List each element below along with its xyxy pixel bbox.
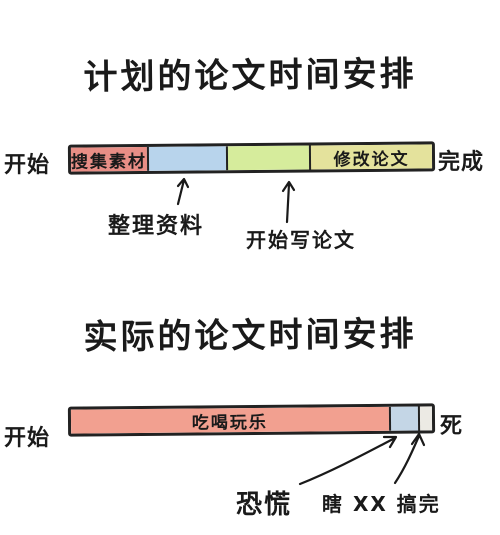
plan-note-write: 开始写论文 [246, 228, 356, 252]
arrow-finish [393, 432, 426, 485]
actual-end-label: 死 [440, 414, 464, 439]
arrow-panic [298, 435, 398, 486]
actual-start-label: 开始 [4, 426, 51, 451]
arrow-write [281, 180, 296, 224]
plan-end-label: 完成 [438, 150, 485, 175]
arrow-organize [176, 177, 190, 206]
actual-note-finish: 瞎 XX 搞完 [322, 492, 441, 516]
actual-note-panic: 恐慌 [236, 490, 293, 520]
plan-start-label: 开始 [4, 153, 51, 178]
plan-note-organize: 整理资料 [108, 214, 205, 239]
